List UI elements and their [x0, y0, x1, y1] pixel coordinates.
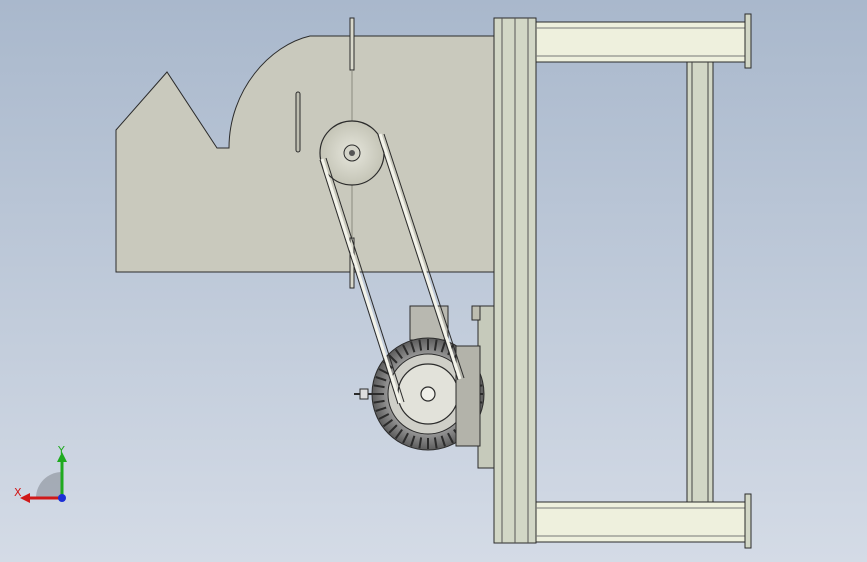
motor-foot [455, 345, 481, 447]
side-plate-upper [349, 17, 355, 71]
cooling-fin [402, 432, 409, 444]
cooling-fin [378, 413, 390, 420]
drive-pulley-hub [420, 386, 436, 402]
bottom-beam-endplate [744, 493, 752, 549]
top-beam-endplate [744, 13, 752, 69]
rear-post [686, 61, 714, 503]
z-axis-origin [58, 494, 66, 502]
cooling-fin [373, 384, 385, 389]
cooling-fin [410, 435, 416, 447]
v-belt [319, 133, 465, 405]
cooling-fin [394, 429, 403, 440]
x-axis-label: X [14, 486, 22, 499]
coordinate-triad: Y X [14, 444, 67, 503]
cooling-fin [375, 376, 387, 382]
cooling-fin [447, 432, 454, 444]
cooling-fin [402, 344, 409, 356]
y-axis-arrowhead [57, 452, 67, 462]
cooling-fin [373, 399, 385, 404]
cooling-fin [410, 341, 416, 353]
cooling-fin [433, 339, 438, 351]
cooling-fin [394, 348, 403, 359]
motor-mount-bolt [471, 305, 481, 321]
x-axis-arrowhead [20, 493, 30, 503]
driven-pulley-shaft [349, 150, 355, 156]
cooling-fin [375, 406, 387, 412]
adjustment-slot [295, 91, 301, 153]
cooling-fin [440, 435, 446, 447]
cooling-fin [388, 424, 398, 434]
cooling-fin [418, 339, 423, 351]
cooling-fin [378, 368, 390, 375]
cooling-fin [418, 437, 423, 449]
hopper-body [115, 35, 498, 273]
cooling-fin [440, 341, 446, 353]
cooling-fin [388, 354, 398, 364]
y-axis-label: Y [57, 444, 65, 457]
cooling-fin [382, 419, 393, 428]
motor-shaft-collar [359, 388, 369, 400]
cooling-fin [433, 437, 438, 449]
triad-plane [36, 472, 62, 498]
